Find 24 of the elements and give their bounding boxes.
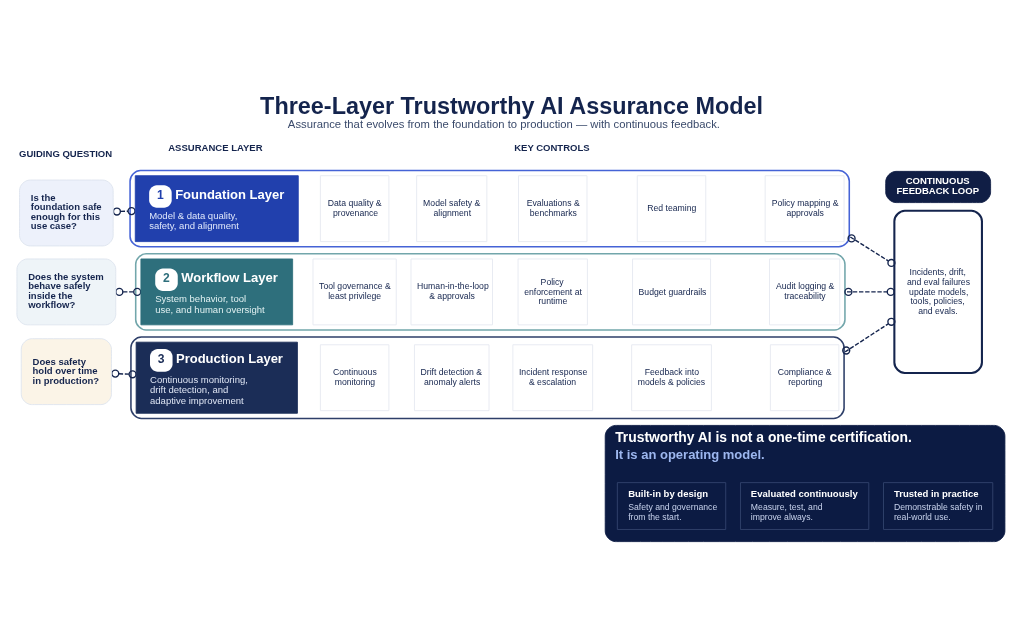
node-box: 3 Production Layer Continuous monitoring, drift detection, and adaptive improvement [135,341,298,414]
connector [842,317,896,355]
connector [112,206,136,216]
diagram-title: Three-Layer Trustworthy AI Assurance Model [260,92,764,119]
label: ASSURANCE LAYER [168,141,263,153]
node-box: Incidents, drift, and eval failures update models, tools, policies, and evals. [893,209,983,374]
node-box: Trusted in practice Demonstrable safety in real-world use. [883,481,994,530]
connector [111,368,137,378]
node-box: Does the system behave safely inside the workflow? [16,258,117,325]
node-box: Built-in by design Safety and governance from the start. [616,481,727,530]
connector [844,287,895,296]
node-box: Evaluated continuously Measure, test, and improve always. [740,481,870,530]
node-box: CONTINUOUS FEEDBACK LOOP [885,170,992,203]
node-box: 1 Foundation Layer Model & data quality, safety, and alignment [134,174,299,242]
node-box: Does safety hold over time in production? [20,337,112,405]
node-box: Compliance & reporting [769,343,840,411]
connector [847,233,896,267]
node-box: Policy mapping & approvals [764,174,845,242]
node-box: Audit logging & traceability [769,258,841,325]
label: GUIDING QUESTION [19,147,113,159]
node-box: Is the foundation safe enough for this use case? [19,179,114,246]
connector [115,287,142,296]
label: KEY CONTROLS [514,141,590,153]
node-box: 2 Workflow Layer System behavior, tool use, and human oversight [140,258,294,325]
